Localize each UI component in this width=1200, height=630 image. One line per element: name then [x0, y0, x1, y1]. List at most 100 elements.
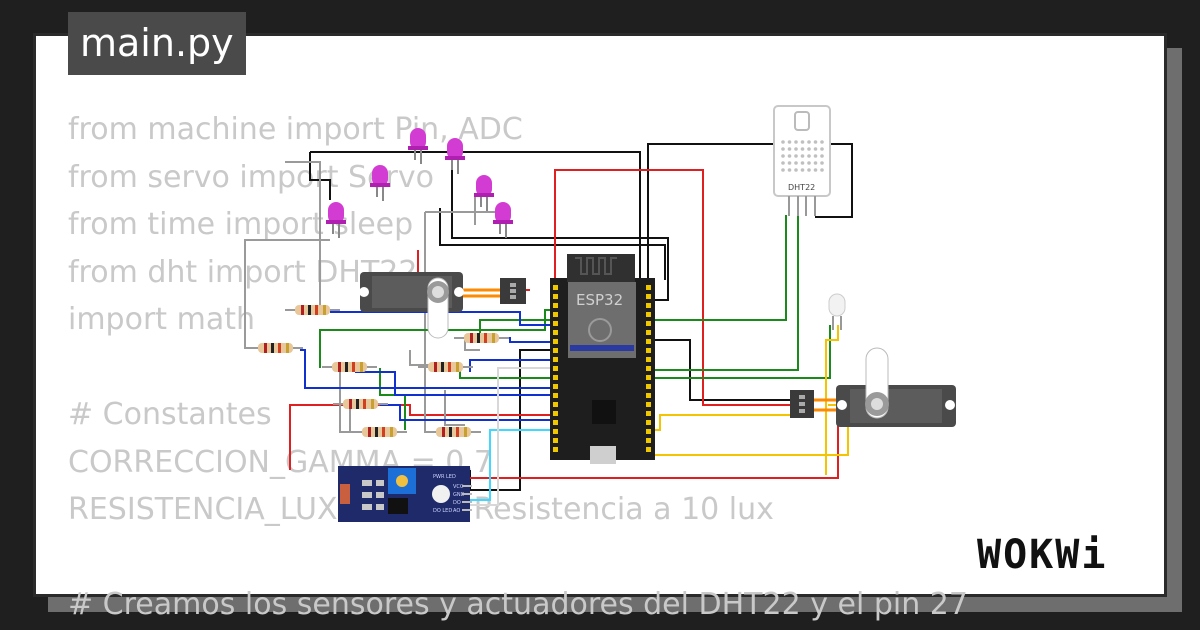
code-line: import math: [68, 302, 255, 337]
dht22-sensor: DHT22: [773, 105, 831, 216]
resistor-icon: [454, 333, 509, 343]
header-pin: [646, 438, 651, 443]
wokwi-logo-text: WOKWi: [977, 532, 1107, 578]
vent-hole: [781, 161, 785, 165]
wire-white: [470, 367, 553, 506]
wire-blue: [469, 359, 553, 372]
vent-hole: [813, 140, 818, 144]
led-icon: [493, 202, 513, 238]
header-pin: [646, 348, 651, 353]
vent-hole: [807, 168, 811, 172]
wokwi-logo: WOKWi: [977, 532, 1107, 578]
vent-hole: [787, 140, 792, 144]
header-pin: [553, 393, 558, 398]
wires: [244, 143, 853, 506]
file-tab-main-py[interactable]: main.py: [68, 12, 246, 75]
dht22-vent-grid: [781, 140, 824, 172]
resistor-icon: [322, 362, 377, 372]
header-pin: [553, 438, 558, 443]
ldr-pin-gnd: GND: [453, 492, 465, 498]
esp32-label: ESP32: [576, 291, 623, 309]
usb-port-icon: [590, 446, 616, 464]
header-pin: [646, 393, 651, 398]
vent-hole: [820, 140, 824, 144]
header-pin: [553, 330, 558, 335]
code-line: from time import sleep: [68, 207, 414, 242]
resistor-icon: [418, 362, 473, 372]
header-pin: [553, 429, 558, 434]
resistor-icon: [333, 399, 388, 409]
header-pin: [646, 330, 651, 335]
wire-blue: [380, 404, 553, 421]
header-pin: [646, 402, 651, 407]
vent-hole: [794, 161, 798, 165]
header-pin: [646, 339, 651, 344]
vent-hole: [813, 147, 818, 151]
wire-black: [439, 208, 666, 280]
vent-hole: [781, 154, 785, 158]
wire-black: [647, 143, 853, 280]
header-pin: [553, 366, 558, 371]
ldr-pin-do: DO: [453, 500, 461, 506]
wire-green: [655, 215, 799, 371]
led-icon: [408, 128, 428, 164]
vent-hole: [800, 154, 805, 158]
header-pin: [646, 375, 651, 380]
header-pin: [553, 384, 558, 389]
code-line: from servo import Servo: [68, 159, 434, 195]
vent-hole: [794, 147, 798, 151]
led-icon: [370, 165, 390, 201]
code-line: # Creamos los sensores y actuadores del …: [68, 587, 968, 622]
vent-hole: [813, 154, 818, 158]
wire-yellow: [655, 404, 849, 456]
wire-blue: [355, 371, 553, 396]
wire-gray: [464, 340, 480, 351]
servo-connector-icon-right: [790, 390, 814, 418]
wire-gray: [285, 161, 321, 311]
vent-hole: [820, 147, 824, 151]
wire-gray: [425, 211, 501, 230]
vent-hole: [781, 147, 785, 151]
header-pin: [646, 321, 651, 326]
ldr-pin-ao: AO: [453, 508, 460, 514]
servo-motor-icon: [359, 272, 464, 339]
resistor-group: [248, 305, 509, 437]
code-line: # Constantes: [68, 397, 272, 432]
wire-green: [379, 368, 406, 430]
header-pin: [553, 294, 558, 299]
ldr-module: PWR LED DO LED VCC GND DO AO: [338, 466, 472, 522]
ldr-pwr-led-label: PWR LED: [433, 474, 456, 480]
header-pin: [553, 285, 558, 290]
vent-hole: [781, 140, 785, 144]
code-editor: from machine import Pin, ADC from servo …: [68, 106, 968, 629]
vent-hole: [787, 154, 792, 158]
servo-connector-icon: [500, 278, 526, 304]
led-icon: [474, 175, 494, 211]
vent-hole: [807, 147, 811, 151]
resistor-icon: [352, 427, 407, 437]
wire-gray: [444, 390, 465, 426]
header-pin: [553, 375, 558, 380]
esp32-board: ESP32: [550, 254, 655, 464]
header-pin: [646, 285, 651, 290]
led-icon: [326, 202, 346, 238]
vent-hole: [807, 154, 811, 158]
vent-hole: [813, 168, 818, 172]
wire-gray: [244, 239, 330, 349]
header-pin: [553, 447, 558, 452]
header-pin: [646, 411, 651, 416]
photoresistor-icon: [340, 484, 350, 504]
header-pin: [553, 348, 558, 353]
header-pin: [646, 420, 651, 425]
header-pin: [553, 339, 558, 344]
vent-hole: [800, 147, 805, 151]
resistor-icon: [426, 427, 481, 437]
wire-yellow: [825, 325, 839, 475]
wire-blue: [300, 349, 553, 389]
vent-hole: [813, 161, 818, 165]
wire-cyan: [470, 429, 553, 501]
header-pin: [646, 384, 651, 389]
vent-hole: [794, 168, 798, 172]
ldr-pin-vcc: VCC: [453, 484, 464, 490]
